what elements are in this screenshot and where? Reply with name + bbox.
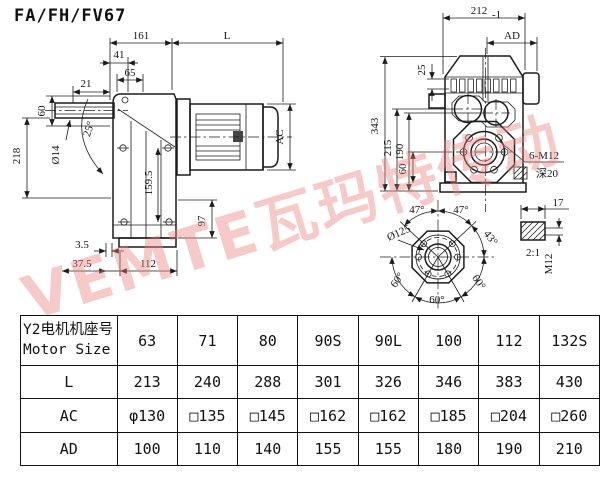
cell-AD: 100 [116, 432, 178, 466]
col-header: 100 [417, 315, 480, 366]
side-view: 161 L 41 65 21 60 [11, 30, 296, 276]
col-header: 112 [478, 315, 540, 366]
dim-L: L [224, 30, 231, 42]
cell-AC: □162 [297, 398, 359, 433]
cell-L: 346 [417, 365, 480, 399]
dim-60-front: 60 [397, 163, 409, 175]
front-housing [428, 48, 540, 212]
angle-60-right: 60° [469, 273, 488, 293]
front-dimensions: 212 -1 AD 343 215 190 [369, 5, 564, 192]
cell-AC: □135 [176, 398, 239, 433]
dim-218: 218 [11, 147, 23, 164]
front-left-tab [428, 93, 446, 109]
cell-AD: 180 [417, 432, 480, 466]
cell-L: 240 [176, 365, 239, 399]
side-motor [170, 98, 292, 176]
detail-view: 17 2:1 M12 [520, 197, 569, 275]
dim-21: 21 [81, 78, 92, 90]
cell-AD: 155 [357, 432, 420, 466]
flange-angle-arcs [389, 208, 487, 304]
cell-L: 326 [357, 365, 420, 399]
table-row-AD: AD 100 110 140 155 155 180 190 210 [20, 432, 600, 466]
angle-47-right: 47° [453, 204, 468, 216]
col-header: 71 [176, 315, 239, 366]
cell-L: 301 [297, 365, 359, 399]
col-header: 132S [538, 315, 600, 366]
cell-L: 430 [538, 365, 600, 399]
dim-17: 17 [553, 197, 565, 209]
side-shaft [45, 102, 128, 119]
row-label-AD: AD [20, 432, 118, 466]
dim-AD: AD [504, 30, 520, 42]
angle-43: 43° [481, 228, 500, 248]
angle-60-bottom: 60° [429, 294, 444, 306]
col-header: 80 [237, 315, 299, 366]
cell-AD: 110 [176, 432, 239, 466]
dim-60-side: 60 [36, 105, 48, 117]
cell-AC: □145 [237, 398, 299, 433]
dim-97: 97 [196, 215, 208, 227]
dim-25deg: 25° [81, 120, 97, 138]
note-6-M12: 6-M12 [529, 150, 559, 162]
cell-L: 383 [478, 365, 540, 399]
row-label-L: L [20, 365, 118, 399]
dim-212-tolerance: -1 [492, 9, 501, 21]
dim-3-5: 3.5 [75, 239, 89, 251]
side-housing [112, 93, 177, 248]
cell-AC: φ130 [116, 398, 178, 433]
front-view: 212 -1 AD 343 215 190 [369, 5, 564, 212]
row-label-AC: AC [20, 398, 118, 433]
dim-343: 343 [369, 117, 381, 134]
side-dimensions: 161 L 41 65 21 60 [11, 30, 296, 276]
cell-AC: □204 [478, 398, 540, 433]
front-foot [439, 182, 527, 193]
angle-47-left: 47° [409, 204, 424, 216]
front-ribs [450, 78, 517, 93]
table-header-motor-size: Y2电机机座号 Motor Size [20, 315, 118, 366]
dimension-table: Y2电机机座号 Motor Size 63 71 80 90S 90L 100 … [20, 315, 600, 466]
cell-AC: □162 [357, 398, 420, 433]
dim-190: 190 [394, 143, 406, 160]
table-header-cn: Y2电机机座号 [23, 321, 113, 338]
flange-octagon [411, 230, 465, 284]
col-header: 63 [116, 315, 178, 366]
detail-thread-M12: M12 [543, 254, 555, 275]
cell-AD: 190 [478, 432, 540, 466]
detail-scale: 2:1 [526, 247, 540, 259]
dim-25-front: 25 [416, 64, 428, 76]
cell-L: 288 [237, 365, 299, 399]
dim-215: 215 [382, 139, 394, 156]
machined-pad-symbol [513, 166, 528, 180]
side-housing-bolts [117, 96, 175, 226]
dim-AC: AC [274, 129, 286, 144]
cell-L: 213 [116, 365, 178, 399]
cell-AC: □260 [538, 398, 600, 433]
col-header: 90L [357, 315, 420, 366]
table-row-AC: AC φ130 □135 □145 □162 □162 □185 □204 □2… [20, 398, 600, 433]
dim-161: 161 [133, 30, 150, 42]
note-depth-20: 深20 [536, 167, 558, 180]
dim-159-5: 159.5 [143, 170, 155, 195]
cell-AD: 155 [297, 432, 359, 466]
technical-drawing: 161 L 41 65 21 60 [11, 5, 569, 310]
table-row-L: L 213 240 288 301 326 346 383 430 [20, 365, 600, 399]
front-motor-boss [522, 72, 540, 105]
dim-dia14: Ø14 [50, 145, 62, 164]
page-title: FA/FH/FV67 [14, 6, 127, 26]
angle-60-left: 60° [388, 271, 407, 291]
motor-fins [196, 119, 240, 157]
flange-view: 47° 47° 43° 60° 60° 60° Ø125 [380, 200, 500, 310]
dim-212: 212 [471, 5, 488, 17]
table-header-en: Motor Size [23, 341, 111, 358]
cell-AD: 210 [538, 432, 600, 466]
motor-terminal-box [233, 131, 243, 142]
dim-112: 112 [140, 258, 156, 270]
col-header: 90S [297, 315, 359, 366]
detail-hatching [520, 221, 546, 241]
dim-41: 41 [114, 49, 125, 61]
cell-AC: □185 [417, 398, 480, 433]
dim-65: 65 [125, 67, 137, 79]
dim-37-5: 37.5 [72, 258, 92, 270]
cell-AD: 140 [237, 432, 299, 466]
